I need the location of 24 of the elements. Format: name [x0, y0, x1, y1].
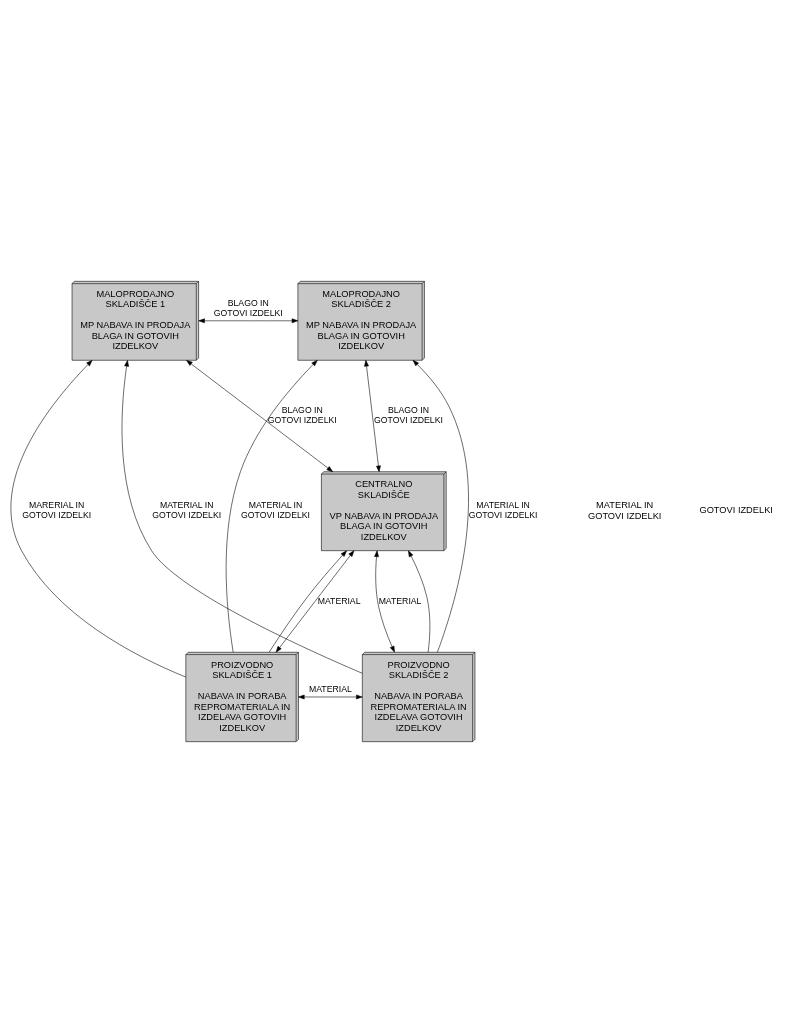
arrow	[374, 550, 395, 653]
edge-label: BLAGO IN GOTOVI IZDELKI	[213, 298, 283, 319]
edge-label: MATERIAL	[378, 595, 422, 606]
label: MATERIAL IN GOTOVI IZDELKI	[587, 500, 662, 521]
arrow	[275, 550, 355, 653]
edge-label: MATERIAL IN GOTOVI IZDELKI	[241, 500, 310, 521]
edge-label: MATERIAL	[308, 684, 352, 695]
arrow	[408, 550, 431, 653]
edge-label: MARERIAL IN GOTOVI IZDELKI	[22, 500, 92, 521]
arrow	[412, 360, 469, 653]
edge-label: MATERIAL	[317, 595, 361, 606]
arrow	[364, 360, 381, 472]
arrow	[298, 694, 363, 700]
arrow	[10, 360, 187, 678]
edge-label: BLAGO IN GOTOVI IZDELKI	[267, 405, 337, 425]
edge-label: BLAGO IN GOTOVI IZDELKI	[374, 405, 443, 425]
arrow	[186, 360, 333, 472]
label: GOTOVI IZDELKI	[699, 505, 773, 516]
arrow	[198, 318, 299, 324]
edge-label: MATERIAL IN GOTOVI IZDELKI	[152, 500, 222, 521]
arrow	[121, 360, 363, 674]
arrow	[268, 550, 347, 653]
arrow	[225, 360, 318, 653]
edge-label: MATERIAL IN GOTOVI IZDELKI	[468, 500, 538, 521]
